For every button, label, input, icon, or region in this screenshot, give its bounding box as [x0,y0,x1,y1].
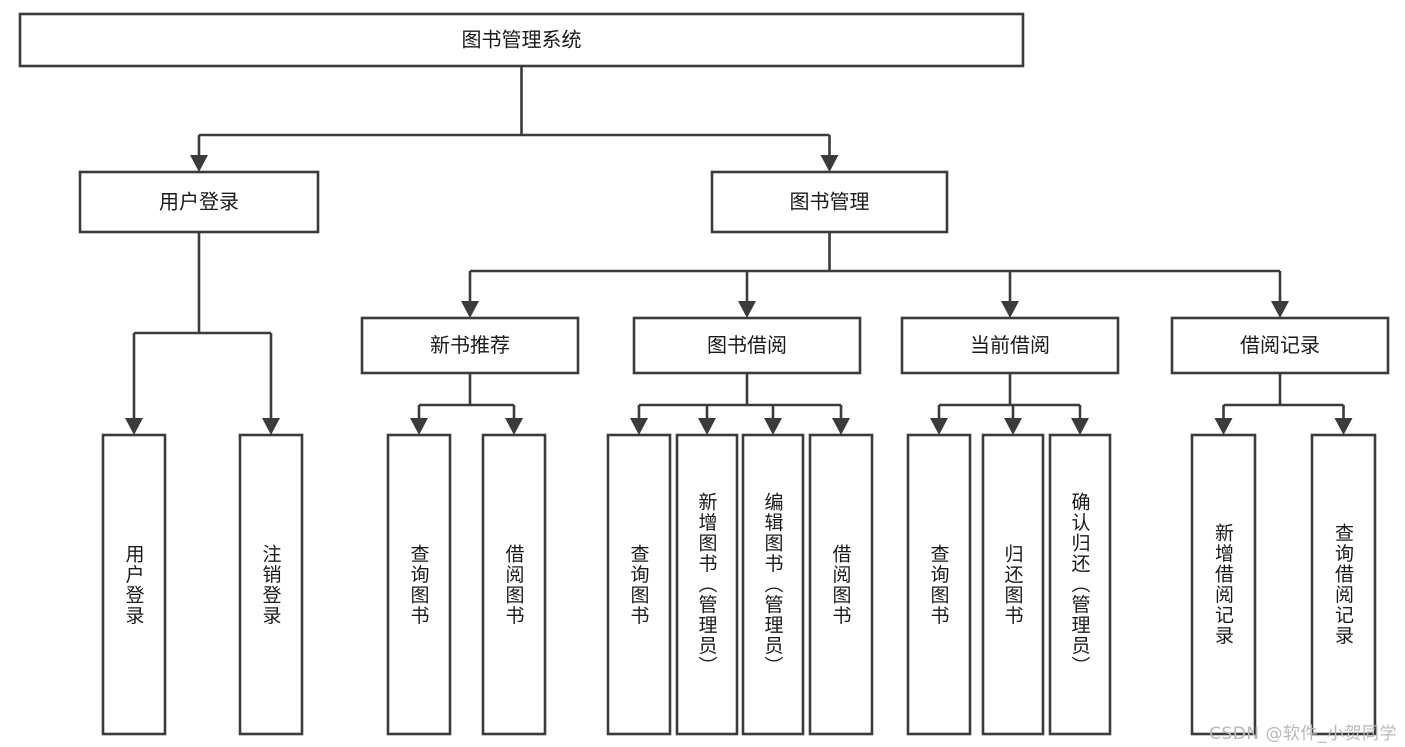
node-box-l3-br-add-record [1190,433,1257,736]
arrow-head-icon [1001,301,1019,318]
arrow-head-icon [738,301,756,318]
node-box-l3-cb-confirm-ret [1048,433,1112,736]
node-box-l1-book-mgmt [710,170,949,234]
node-box-l3-bb-add-book [675,433,739,736]
node-box-root [18,12,1025,68]
node-box-l3-user-login [101,433,167,736]
node-label-root: 图书管理系统 [462,28,582,52]
node-box-l2-borrow-record [1170,316,1390,375]
node-box-l3-br-query-record [1310,433,1377,736]
arrow-head-icon [832,418,850,435]
node-box-l3-bb-query-book [606,433,672,736]
arrow-head-icon [930,418,948,435]
connector-root-to-level1 [190,66,839,172]
arrow-head-icon [410,418,428,435]
arrow-head-icon [698,418,716,435]
connector-layer [125,66,1353,435]
arrow-head-icon [764,418,782,435]
node-box-l3-rec-borrow-book [481,433,547,736]
arrow-head-icon [125,418,143,435]
node-label-l2-book-borrow: 图书借阅 [707,333,787,357]
node-label-l2-borrow-record: 借阅记录 [1240,333,1320,357]
node-label-l2-new-book-rec: 新书推荐 [430,333,510,357]
connector-borrow-record-to-leaves [1214,373,1353,435]
arrow-head-icon [820,155,839,172]
arrow-head-icon [461,301,479,318]
node-box-l2-book-borrow [632,316,862,375]
arrow-head-icon [630,418,648,435]
arrow-head-icon [190,155,208,172]
arrow-head-icon [1214,418,1233,435]
node-label-l1-user-login: 用户登录 [159,190,239,214]
connector-book-mgmt-to-level2 [461,232,1289,318]
arrow-head-icon [1271,301,1289,318]
csdn-watermark: CSDN @软件_小贺同学 [1209,724,1397,744]
node-box-l3-cb-query-book [906,433,972,736]
node-box-l3-bb-edit-book [741,433,805,736]
arrow-head-icon [1004,418,1022,435]
connector-new-book-rec-to-leaves [410,373,523,435]
node-box-l3-bb-borrow-book [808,433,874,736]
node-label-l2-current-borrow: 当前借阅 [970,333,1050,357]
connector-user-login-to-leaves [125,232,280,435]
connector-current-borrow-to-leaves [930,373,1089,435]
node-box-l3-user-logout [238,433,304,736]
arrow-head-icon [505,418,523,435]
arrow-head-icon [262,418,280,435]
node-box-layer [18,12,1390,736]
node-box-l1-user-login [78,170,320,234]
node-label-l1-book-mgmt: 图书管理 [790,190,870,214]
arrow-head-icon [1071,418,1089,435]
connector-book-borrow-to-leaves [630,373,850,435]
node-box-l2-current-borrow [900,316,1120,375]
node-box-l3-rec-query-book [386,433,452,736]
arrow-head-icon [1334,418,1353,435]
node-box-l3-cb-return-book [981,433,1045,736]
node-box-l2-new-book-rec [360,316,580,375]
